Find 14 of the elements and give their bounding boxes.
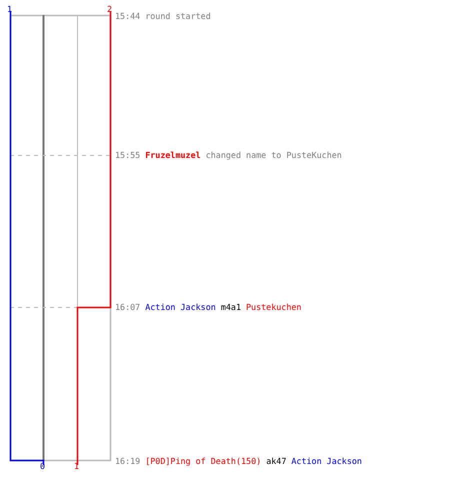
- timestamp: 15:55: [115, 150, 140, 160]
- event-text: changed name to PusteKuchen: [206, 150, 342, 160]
- timestamp: 16:19: [115, 456, 140, 466]
- count-label: 1: [74, 461, 80, 471]
- weapon-name: m4a1: [220, 302, 241, 312]
- player-name: Pustekuchen: [246, 302, 302, 312]
- player-name: Action Jackson: [291, 456, 362, 466]
- player-name: Fruzelmuzel: [145, 150, 201, 160]
- event-text: round started: [145, 11, 211, 21]
- timestamp: 16:07: [115, 302, 140, 312]
- player-name: Action Jackson: [145, 302, 216, 312]
- player-name: [P0D]Ping of Death(150): [145, 456, 262, 466]
- timestamp: 15:44: [115, 11, 140, 21]
- weapon-name: ak47: [266, 456, 286, 466]
